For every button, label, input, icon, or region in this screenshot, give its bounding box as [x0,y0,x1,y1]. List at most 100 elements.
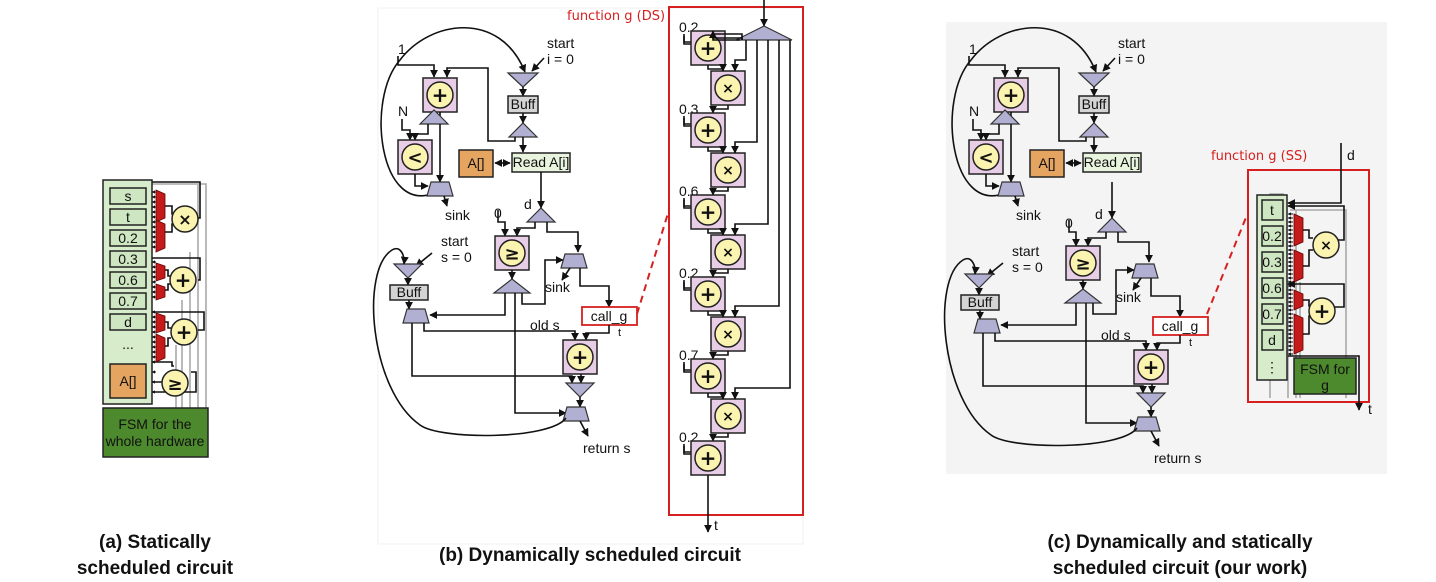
sink-wire [441,195,449,207]
register-label: 0.6 [118,272,138,288]
const-n-label: N [969,103,979,119]
branch-node [1131,263,1159,279]
register-label: d [124,314,132,330]
wire [1085,303,1138,427]
d-label: d [524,196,532,212]
fan-out-node [735,25,793,41]
merge-node [506,72,540,88]
operator-circle [1069,249,1097,277]
multiplier-node-symbol: × [722,245,734,261]
merge-node [402,308,430,324]
adder-node-symbol: + [1003,83,1020,107]
add-symbol: + [176,320,193,344]
operator-circle [401,143,429,171]
const-zero-label: 0 [494,205,502,221]
wire [514,293,567,417]
operator-circle [426,81,454,109]
start-arrow [1102,57,1116,72]
mux [155,262,166,282]
const-wire [968,56,1009,78]
operator-circle [1137,353,1165,381]
register [109,187,147,205]
wire [994,333,1150,351]
adder-node-symbol: + [700,446,717,470]
loop-back-wire [943,257,1138,447]
multiplier-node: × [710,234,746,270]
wire [546,222,582,253]
adder-node: + [993,77,1029,113]
operator-circle [566,343,594,371]
wire [709,105,729,114]
adder-node-symbol: + [700,36,717,60]
fsm-label: FSM for the [118,416,191,432]
adder-node: + [422,77,458,113]
register-label: 0.2 [118,230,138,246]
register-label: t [1270,202,1274,218]
wire [709,30,740,41]
const-wire [1068,220,1080,247]
const-wire [401,119,414,141]
adder-node-symbol: + [700,364,717,388]
caption-c-line1: (c) Dynamically and statically [1047,532,1313,553]
caption-b-text: (b) Dynamically scheduled circuit [439,545,741,566]
wire [414,174,429,190]
mux [155,219,166,253]
caption-c-line2: scheduled circuit (our work) [1052,558,1308,579]
add-symbol: + [1314,299,1331,323]
adder-node-symbol: + [700,118,717,142]
const-wire [397,56,438,78]
const-one-label: 1 [398,41,406,57]
panel-a-static-circuit: st0.20.30.60.7d... A[] × + + ≥ FSM for t… [102,179,209,458]
wire [521,256,564,305]
operator-circle [694,116,722,144]
buffer-label: Buff [397,284,422,300]
adder-node: + [690,358,726,394]
operator-circle [694,198,722,226]
wire [423,323,579,341]
register [109,292,147,310]
sink-label: sink [1016,207,1042,223]
multiply-symbol: × [178,210,191,229]
multiplier-node: × [710,316,746,352]
operator-circle [714,156,742,184]
multiplier-operator [1312,231,1340,259]
register-label: 0.6 [1262,280,1282,296]
panel-a-muxes [155,189,166,363]
adder-node-symbol: + [572,345,589,369]
fork-node [418,109,450,125]
wire [429,293,506,319]
sink-label: sink [545,279,571,295]
register [1261,329,1284,351]
fsm-whole-hardware [102,407,209,458]
sink-label: sink [1116,289,1142,305]
t-label: t [1189,337,1192,349]
operator-circle [694,34,722,62]
const-wire [497,210,509,237]
fan-out-wire [731,40,747,72]
fan-out-wire [731,40,758,154]
register-label: s [125,188,132,204]
register-ellipsis: ... [122,336,134,352]
register [109,208,147,226]
d-label: d [1095,206,1103,222]
read-port [1082,152,1142,173]
wire [1092,266,1135,315]
wire [707,391,727,400]
comparator-operator [161,369,189,397]
register-input-arrows [151,190,156,394]
wire [513,222,536,237]
caption-c: (c) Dynamically and statically scheduled… [1000,530,1360,582]
register-label: d [1268,332,1276,348]
less-than-node-symbol: < [978,147,993,168]
wire [709,433,729,442]
operator-circle [694,280,722,308]
adder-node-symbol: + [700,282,717,306]
return-label: return s [583,440,630,456]
zoom-connector [636,209,670,315]
function-g-ds-box [668,6,804,516]
read-port-label: Read A[i] [513,154,570,170]
add-symbol: + [175,268,192,292]
merge-node [1077,72,1111,88]
mux [1293,289,1304,311]
